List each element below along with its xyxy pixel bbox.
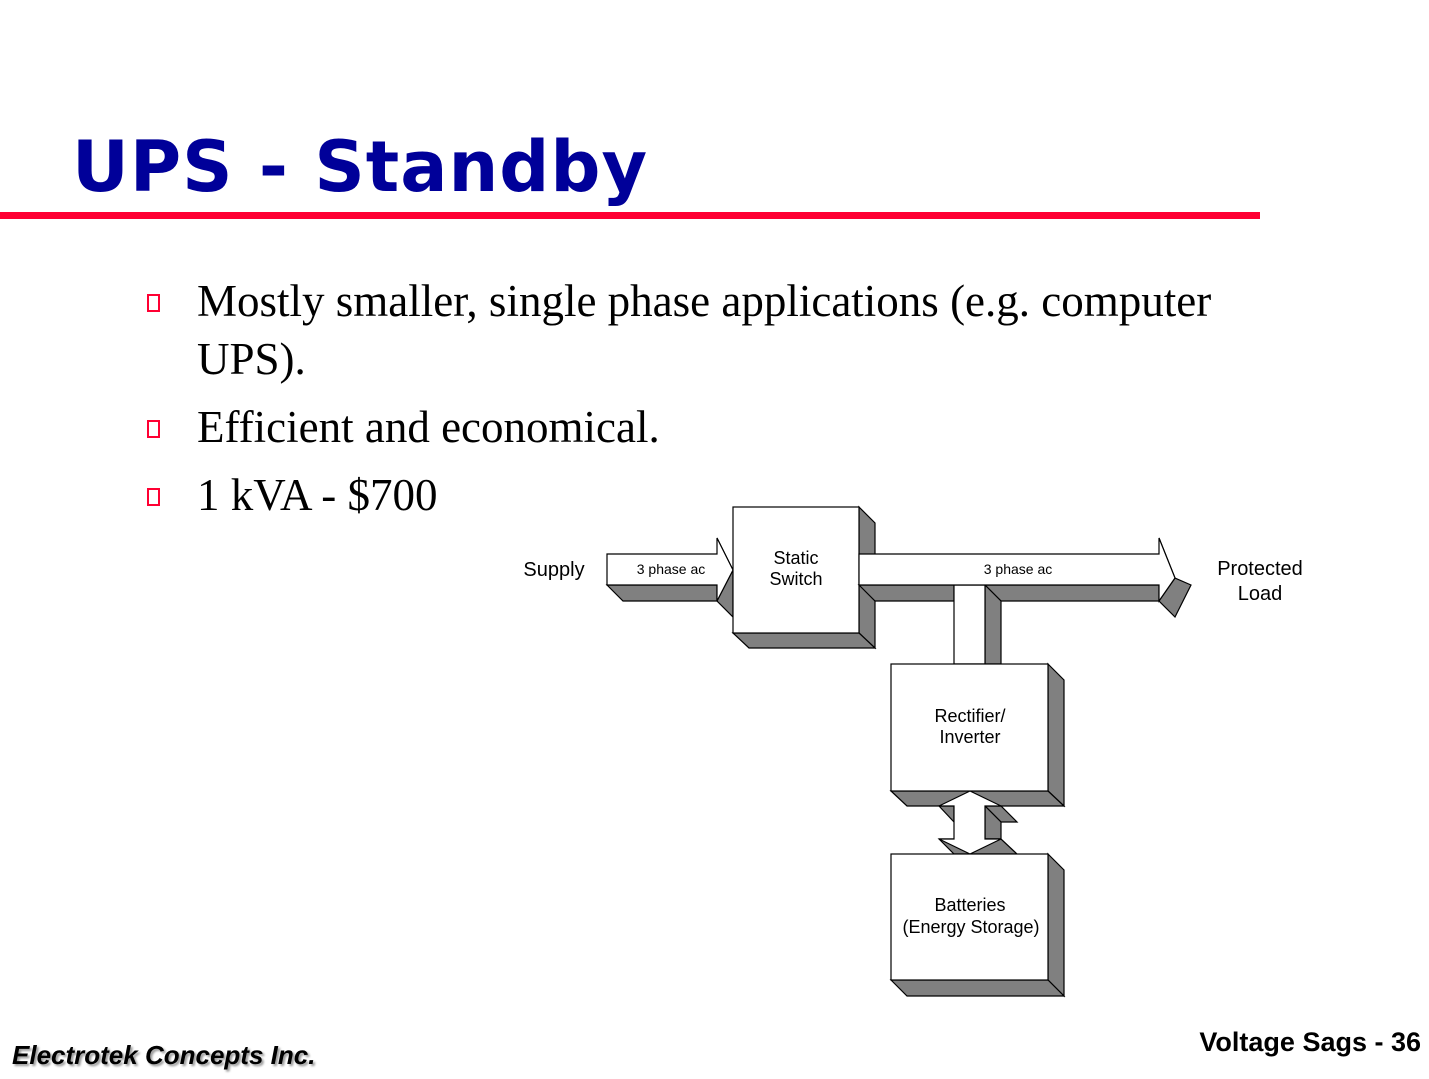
output-arrow-label: 3 phase ac <box>984 561 1053 577</box>
bullet-text: Efficient and economical. <box>197 402 660 452</box>
square-bullet-icon <box>147 420 160 438</box>
square-bullet-icon <box>147 294 160 312</box>
bullet-text: 1 kVA - $700 <box>197 470 438 520</box>
bidirectional-arrow <box>937 790 1019 855</box>
bullet-item: 1 kVA - $700 <box>140 466 1320 524</box>
square-bullet-icon <box>147 488 160 506</box>
static-switch-box <box>731 505 877 650</box>
batteries-box <box>889 852 1066 998</box>
load-label-line2: Load <box>1238 583 1283 605</box>
bullet-list: Mostly smaller, single phase application… <box>140 272 1320 534</box>
load-label-line1: Protected <box>1217 558 1303 580</box>
rectifier-label-line1: Rectifier/ <box>934 706 1005 726</box>
bullet-item: Mostly smaller, single phase application… <box>140 272 1320 388</box>
input-arrow-label: 3 phase ac <box>637 561 706 577</box>
bullet-text: Mostly smaller, single phase application… <box>197 276 1212 384</box>
supply-label: Supply <box>523 559 584 581</box>
rectifier-inverter-box <box>889 662 1066 808</box>
input-arrow <box>605 537 734 619</box>
slide-title: UPS - Standby <box>72 126 649 208</box>
page-number-footer: Voltage Sags - 36 <box>1199 1027 1421 1057</box>
output-arrow <box>857 537 1192 665</box>
static-switch-label-line2: Switch <box>769 569 822 589</box>
batteries-label-line2: (Energy Storage) <box>902 917 1039 937</box>
company-footer: Electrotek Concepts Inc. <box>12 1040 316 1070</box>
bullet-item: Efficient and economical. <box>140 398 1320 456</box>
rectifier-label-line2: Inverter <box>939 727 1000 747</box>
title-underline <box>0 212 1260 219</box>
static-switch-label-line1: Static <box>773 548 818 568</box>
batteries-label-line1: Batteries <box>934 895 1005 915</box>
